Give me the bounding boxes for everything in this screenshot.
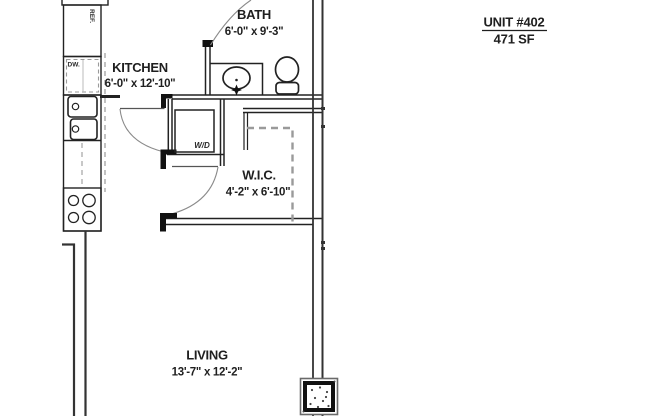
concrete-speckles — [302, 380, 336, 413]
bath-door-jamb — [202, 40, 213, 47]
faucet-star-symbol — [231, 84, 242, 96]
sink-bowl-upper — [67, 95, 98, 118]
vanity-counter — [210, 62, 264, 95]
bath-dimensions: 6'-0" x 9'-3" — [225, 26, 284, 38]
washer-dryer-closet — [174, 109, 215, 153]
wall-hatch-ticks — [321, 107, 325, 250]
range-burner — [67, 194, 80, 207]
bath-label: BATH — [237, 7, 271, 22]
range-burner — [67, 211, 80, 224]
structural-column — [299, 377, 339, 416]
door-swing-arc — [172, 166, 219, 215]
dishwasher-label: DW. — [68, 62, 80, 69]
washer-dryer-unit — [174, 109, 215, 153]
washer-dryer-label: W/D — [194, 141, 210, 150]
kitchen-dimensions: 6'-0" x 12'-10" — [105, 78, 176, 90]
bath-wall — [202, 0, 252, 95]
interior-walls — [100, 94, 322, 226]
range-burner — [82, 210, 96, 225]
refrigerator-label: REF. — [88, 9, 95, 23]
bath-door-swing-arc — [210, 0, 252, 46]
closet-shelf-dashed-line — [247, 126, 294, 222]
sink-drain — [235, 78, 238, 82]
door-swing-arc — [119, 108, 165, 153]
sink-bowl-lower — [69, 118, 98, 141]
door-jamb — [160, 149, 177, 169]
wic-dimensions: 4'-2" x 6'-10" — [226, 187, 291, 199]
door-jamb — [161, 94, 173, 108]
range-burner — [82, 193, 96, 208]
living-label: LIVING — [186, 348, 228, 363]
toilet-bowl — [274, 56, 300, 83]
unit-area: 471 SF — [494, 32, 535, 47]
wic-door — [160, 165, 219, 232]
unit-title-block: UNIT #402 471 SF — [482, 15, 547, 47]
kitchen-door — [119, 94, 177, 169]
bath-fixtures — [210, 56, 300, 96]
upper-cabinet — [61, 0, 109, 6]
living-dimensions: 13'-7" x 12'-2" — [172, 367, 243, 379]
toilet-tank — [275, 81, 300, 95]
right-wall — [312, 0, 325, 416]
wic-label: W.I.C. — [242, 168, 276, 183]
unit-number: UNIT #402 — [483, 15, 544, 30]
sink-drain-lower — [71, 125, 80, 133]
door-jamb — [160, 213, 177, 232]
range — [62, 187, 102, 232]
kitchen-counter — [61, 0, 109, 232]
kitchen-label: KITCHEN — [112, 60, 168, 75]
sink-drain-upper — [71, 102, 80, 111]
left-wall — [62, 231, 87, 416]
